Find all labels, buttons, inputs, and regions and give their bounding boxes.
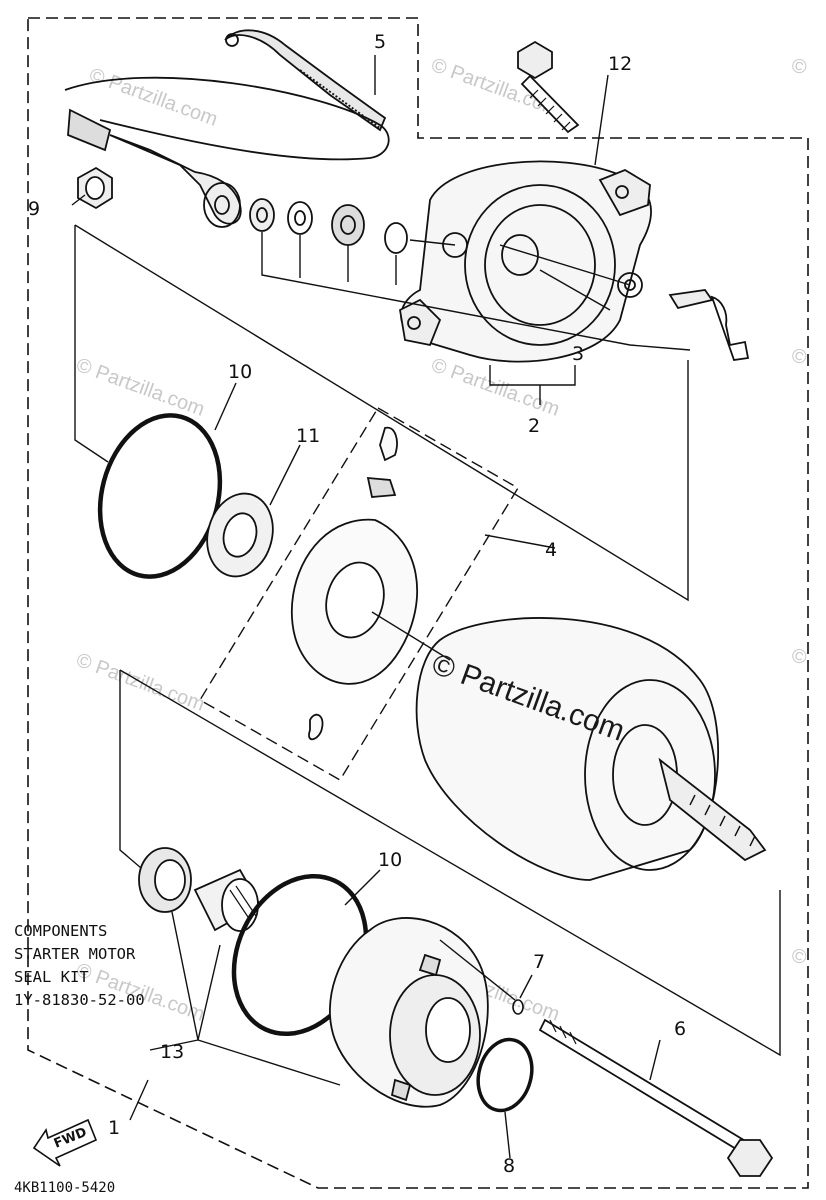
seal-kit-note: COMPONENTS STARTER MOTOR SEAL KIT 1Y-818… <box>14 922 145 1009</box>
part-5-lead-wire <box>64 29 390 228</box>
rear-brush-housing <box>399 160 750 363</box>
callout-11: 11 <box>296 425 320 447</box>
svg-text:COMPONENTS: COMPONENTS <box>14 922 107 940</box>
callout-1: 1 <box>108 1117 120 1139</box>
callout-10-bottom: 10 <box>378 849 402 871</box>
callout-5: 5 <box>374 31 386 53</box>
svg-text:SEAL KIT: SEAL KIT <box>14 968 89 986</box>
part-4-brush-kit-box <box>199 407 519 781</box>
terminal-washers <box>249 198 408 254</box>
leader-lines-bottom <box>129 382 661 1159</box>
part-7-small-o-ring <box>512 999 524 1015</box>
callout-7: 7 <box>533 951 545 973</box>
part-13-bearing <box>193 868 262 932</box>
svg-text:©: © <box>788 644 810 670</box>
front-cover <box>329 917 489 1108</box>
callout-2: 2 <box>528 415 540 437</box>
svg-text:STARTER MOTOR: STARTER MOTOR <box>14 945 136 963</box>
callout-9: 9 <box>28 198 40 220</box>
svg-text:©: © <box>788 344 810 370</box>
assembly-boundary <box>27 17 809 1189</box>
part-6-through-bolt <box>538 1018 774 1177</box>
diagram-code: 4KB1100-5420 <box>14 1180 115 1196</box>
svg-text:©: © <box>788 54 810 80</box>
callout-4: 4 <box>545 539 557 561</box>
callout-10-top: 10 <box>228 361 252 383</box>
callout-8: 8 <box>503 1155 515 1177</box>
part-13-oil-seal <box>138 847 192 913</box>
svg-text:© Partzilla.com: © Partzilla.com <box>428 354 562 421</box>
part-9-nut <box>77 166 113 210</box>
forward-arrow-icon: FWD <box>32 1118 98 1167</box>
svg-text:©: © <box>788 944 810 970</box>
callout-13: 13 <box>160 1041 184 1063</box>
part-11-thrust-washer <box>206 492 274 578</box>
callout-12: 12 <box>608 53 632 75</box>
part-12-bolt <box>517 40 580 134</box>
callout-3: 3 <box>572 343 584 365</box>
svg-text:© Partzilla.com: © Partzilla.com <box>73 354 207 421</box>
callout-6: 6 <box>674 1018 686 1040</box>
part-8-o-ring <box>476 1037 534 1113</box>
part-4-brush-plate <box>290 426 419 741</box>
svg-text:1Y-81830-52-00: 1Y-81830-52-00 <box>14 991 145 1009</box>
armature-yoke <box>415 617 767 881</box>
